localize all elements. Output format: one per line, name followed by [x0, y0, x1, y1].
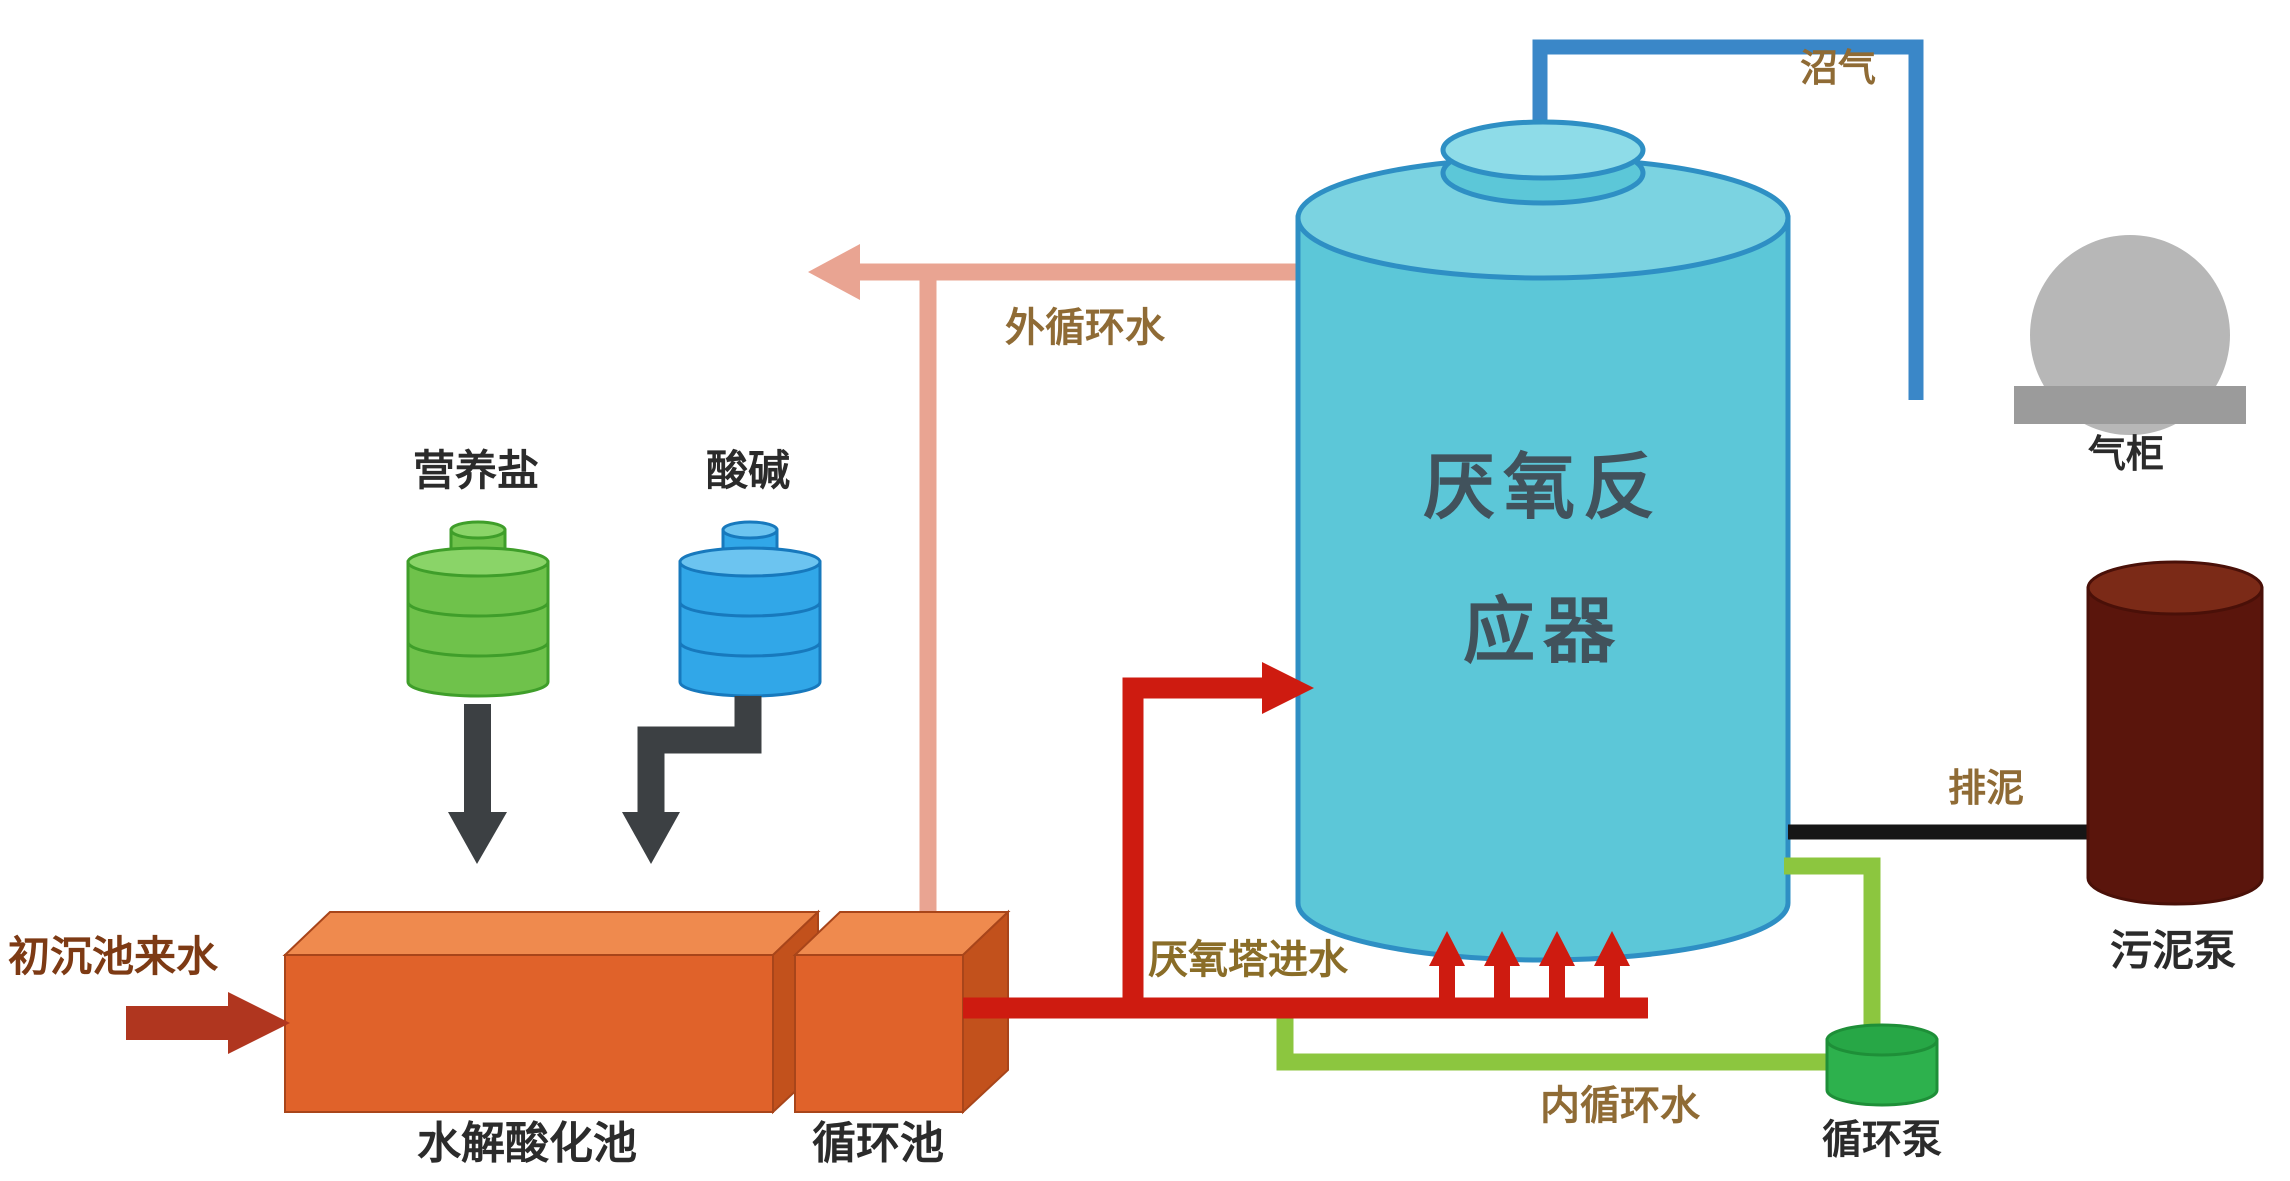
nutrients-tank [406, 520, 550, 698]
acid-alkali-tank-top [678, 546, 822, 578]
sludge-pump-label: 污泥泵 [2110, 926, 2237, 975]
nutrients-dosing-arrow [448, 704, 507, 864]
acid-alkali-label: 酸碱 [706, 446, 791, 495]
nutrients-arrow-head [448, 812, 507, 864]
gas-holder-dome [2030, 235, 2230, 435]
reactor-label-line2: 应器 [1462, 589, 1623, 673]
primary-inlet-arrow [126, 992, 290, 1054]
nutrients-tank-body [406, 560, 550, 698]
acid-alkali-tank-body [678, 560, 822, 698]
acid-alkali-dosing-arrow [622, 696, 762, 864]
sludge-tank-body [2086, 586, 2264, 906]
inlet-pipe-branch [1122, 677, 1262, 1008]
gas-holder-label: 气柜 [2088, 432, 2165, 476]
nutrients-tank-top [406, 546, 550, 578]
biogas-label: 沼气 [1800, 46, 1877, 90]
pump-top [1825, 1023, 1939, 1057]
primary-inlet-label: 初沉池来水 [8, 932, 219, 981]
nutrients-arrow-stem [464, 704, 491, 816]
pump-body [1825, 1038, 1939, 1107]
sludge-pump-tank [2086, 560, 2264, 906]
hydrolysis-tank-box [282, 909, 821, 1115]
gas-holder-base [2014, 386, 2246, 424]
acid-alkali-tank-neck-top [721, 520, 779, 540]
inlet-pipe-arrowhead [1262, 662, 1314, 714]
reactor-label-line1: 厌氧反 [1422, 445, 1663, 529]
nutrients-label: 营养盐 [413, 446, 540, 495]
circulation-pump-body [1825, 1023, 1939, 1107]
nutrients-tank-neck-top [449, 520, 507, 540]
acid-alkali-tank [678, 520, 822, 698]
hydrolysis-box-top [282, 911, 821, 956]
acid-alkali-tank-band-2 [678, 641, 822, 658]
inlet-up-arrow-1 [1429, 931, 1465, 1010]
anaerobic-inlet-label: 厌氧塔进水 [1148, 937, 1348, 983]
acid-alkali-tank-band-1 [678, 601, 822, 618]
nutrients-tank-band-2 [406, 641, 550, 658]
external-circulation-label: 外循环水 [1005, 305, 1165, 351]
biogas-pipe [1532, 39, 1924, 400]
acid-alkali-arrow-stem [637, 696, 762, 816]
anaerobic-inlet-pipe [963, 662, 1648, 1019]
inlet-up-arrow-2 [1484, 931, 1520, 1010]
circulation-box-front [794, 954, 964, 1113]
circulation-pump-label: 循环泵 [1822, 1117, 1942, 1163]
external-circulation-pipe [808, 244, 1302, 920]
inlet-up-arrow-3 [1539, 931, 1575, 1010]
acid-alkali-arrow-head [622, 812, 680, 864]
nutrients-tank-band-1 [406, 601, 550, 618]
reactor-cap-top [1440, 119, 1646, 181]
circulation-tank-box [792, 909, 1011, 1115]
circulation-tank-label: 循环池 [812, 1118, 944, 1169]
inlet-up-arrow-4 [1594, 931, 1630, 1010]
gas-holder [2014, 235, 2246, 435]
sludge-discharge-label: 排泥 [1948, 766, 2025, 810]
sludge-tank-top [2086, 560, 2264, 616]
hydrolysis-tank-label: 水解酸化池 [417, 1118, 637, 1169]
internal-circulation-label: 内循环水 [1540, 1083, 1700, 1129]
anaerobic-reactor [1295, 119, 1791, 963]
external-circulation-arrowhead [808, 244, 860, 300]
hydrolysis-box-front [284, 954, 774, 1113]
